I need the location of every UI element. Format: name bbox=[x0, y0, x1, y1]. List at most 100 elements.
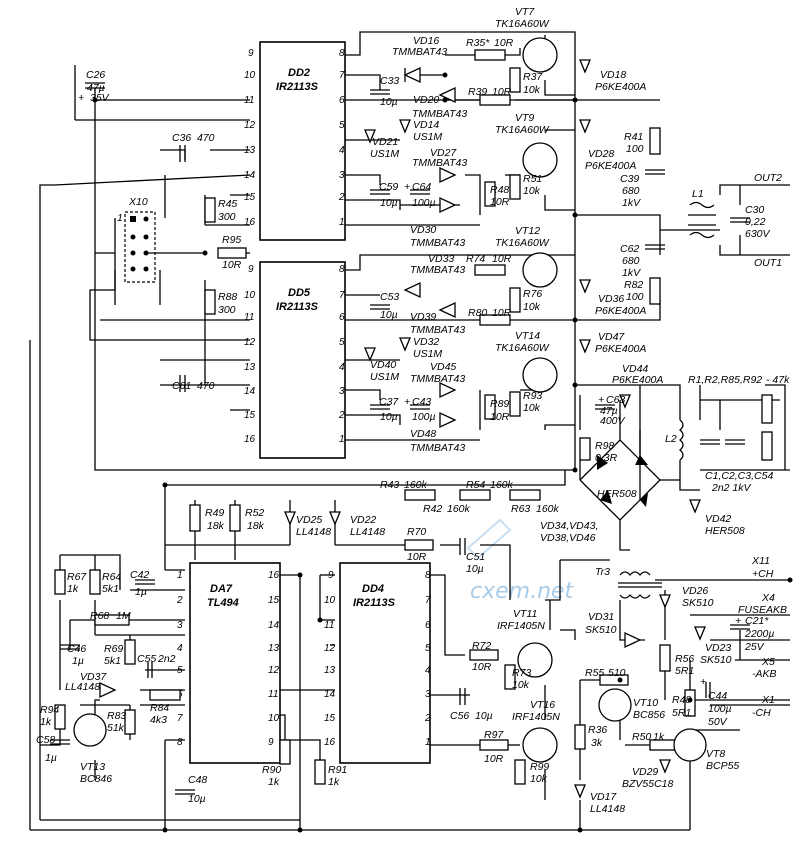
label-c21-volt: 25V bbox=[744, 641, 765, 653]
pin: 15 bbox=[244, 410, 256, 421]
pin: 1 bbox=[339, 217, 345, 228]
label-c61-val: 470 bbox=[197, 380, 215, 392]
pin: 13 bbox=[268, 643, 280, 654]
ic-ref: DA7 bbox=[210, 583, 233, 595]
label-c59-ref: C59 bbox=[379, 181, 398, 193]
component-symbols bbox=[50, 37, 793, 833]
label-vd28-val: P6KE400A bbox=[585, 160, 636, 172]
pin: 5 bbox=[425, 643, 431, 654]
label-c64-ref: C64 bbox=[412, 181, 431, 193]
pin: 4 bbox=[425, 665, 431, 676]
label-r69-val: 5k1 bbox=[104, 655, 121, 667]
label-c37-val: 10µ bbox=[380, 411, 398, 423]
label-r80-ref: R80 bbox=[468, 307, 487, 319]
ic-dd4: DD4 IR2113S 9 10 11 12 13 14 15 16 8 7 6… bbox=[324, 562, 431, 764]
label-vd27-ref: VD27 bbox=[430, 147, 457, 159]
pin: 5 bbox=[339, 120, 345, 131]
label-vd44-ref: VD44 bbox=[622, 363, 648, 375]
label-r1-val: - 47k bbox=[766, 374, 790, 386]
label-vd47-val: P6KE400A bbox=[595, 343, 646, 355]
label-l1-ref: L1 bbox=[692, 188, 704, 200]
label-vd18-ref: VD18 bbox=[600, 69, 626, 81]
label-r83-ref: R83 bbox=[107, 710, 126, 722]
pin: 8 bbox=[425, 570, 431, 581]
pin: 14 bbox=[244, 170, 256, 181]
pin: 5 bbox=[339, 337, 345, 348]
label-x11-ref: X11 bbox=[751, 555, 770, 567]
label-r89-ref: R89 bbox=[490, 398, 509, 410]
label-c36-val: 470 bbox=[197, 132, 215, 144]
pin: 6 bbox=[339, 95, 345, 106]
pin: 3 bbox=[339, 170, 345, 181]
label-r63-ref: R63 bbox=[511, 503, 530, 515]
label-c59-val: 10µ bbox=[380, 197, 398, 209]
label-vd23-val: SK510 bbox=[700, 654, 732, 666]
label-c48-val: 10µ bbox=[188, 793, 206, 805]
pin: 16 bbox=[244, 434, 256, 445]
ic-ref: DD2 bbox=[288, 67, 310, 79]
label-r54-ref: R54 bbox=[466, 479, 485, 491]
label-c21-ref: C21* bbox=[745, 615, 769, 627]
label-r84-ref: R84 bbox=[150, 702, 169, 714]
ic-dd5: DD5 IR2113S 9 10 11 12 13 14 15 16 8 7 6… bbox=[244, 261, 346, 459]
label-r90-val: 1k bbox=[268, 776, 280, 788]
label-c58-ref: C58 bbox=[36, 734, 55, 746]
label-r93-ref: R93 bbox=[523, 390, 542, 402]
pin: 9 bbox=[268, 737, 274, 748]
label-vd48-val: TMMBAT43 bbox=[410, 442, 465, 454]
label-c61-ref: C61 bbox=[172, 380, 191, 392]
label-vd45-val: TMMBAT43 bbox=[410, 373, 465, 385]
ic-body bbox=[189, 562, 281, 764]
pin: 7 bbox=[425, 595, 431, 606]
pin: 3 bbox=[339, 386, 345, 397]
label-r67-val: 1k bbox=[67, 583, 79, 595]
label-r41-ref: R41 bbox=[624, 131, 643, 143]
label-vd25-val: LL4148 bbox=[296, 526, 331, 538]
label-x10-pin1: 1 bbox=[117, 212, 123, 224]
pin: 11 bbox=[268, 689, 278, 700]
label-vt16-ref: VT16 bbox=[530, 699, 555, 711]
label-tr3-ref: Tr3 bbox=[595, 566, 610, 578]
pin: 10 bbox=[244, 290, 256, 301]
label-r99-ref: R99 bbox=[530, 761, 549, 773]
pin: 3 bbox=[425, 689, 431, 700]
label-r95-val: 10R bbox=[222, 259, 242, 271]
label-vt13-val: BC846 bbox=[80, 773, 112, 785]
pin: 1 bbox=[339, 434, 345, 445]
label-vt11-val: IRF1405N bbox=[497, 620, 545, 632]
pin: 14 bbox=[244, 386, 256, 397]
pin: 5 bbox=[177, 665, 183, 676]
label-r51-val: 10k bbox=[523, 185, 541, 197]
label-r52-ref: R52 bbox=[245, 507, 264, 519]
pin: 11 bbox=[244, 95, 254, 106]
label-c36-ref: C36 bbox=[172, 132, 191, 144]
label-r76-ref: R76 bbox=[523, 288, 542, 300]
label-vd33-val: TMMBAT43 bbox=[410, 264, 465, 276]
label-r68-ref: R68 bbox=[90, 610, 109, 622]
label-c33-val: 10µ bbox=[380, 96, 398, 108]
label-vt9-ref: VT9 bbox=[515, 112, 534, 124]
label-r44-ref: R48 bbox=[672, 694, 691, 706]
label-r74-val: 10R bbox=[492, 253, 512, 265]
label-vd21-ref: VD21 bbox=[372, 136, 398, 148]
ic-ref: DD5 bbox=[288, 287, 311, 299]
label-c44-pol: + bbox=[700, 676, 706, 688]
label-vt12-ref: VT12 bbox=[515, 225, 540, 237]
ic-type: IR2113S bbox=[276, 301, 319, 313]
label-x5: -AKB bbox=[752, 668, 777, 680]
label-vt11-ref: VT11 bbox=[513, 608, 537, 620]
label-r67-ref: R67 bbox=[67, 571, 87, 583]
label-vd22-val: LL4148 bbox=[350, 526, 385, 538]
label-r51-ref: R51 bbox=[523, 173, 542, 185]
label-c42-ref: C42 bbox=[130, 569, 149, 581]
ic-dd2: DD2 IR2113S 9 10 11 12 13 14 15 16 8 7 6… bbox=[244, 41, 346, 241]
pin: 10 bbox=[268, 713, 280, 724]
label-c39-val: 680 bbox=[622, 185, 640, 197]
label-r74-ref: R74 bbox=[466, 253, 485, 265]
pin: 14 bbox=[324, 689, 336, 700]
label-r1-ref: R1,R2,R85,R92 bbox=[688, 374, 762, 386]
label-vd29-ref: VD29 bbox=[632, 766, 658, 778]
pin: 2 bbox=[338, 410, 345, 421]
label-vd44-val: P6KE400A bbox=[612, 374, 663, 386]
